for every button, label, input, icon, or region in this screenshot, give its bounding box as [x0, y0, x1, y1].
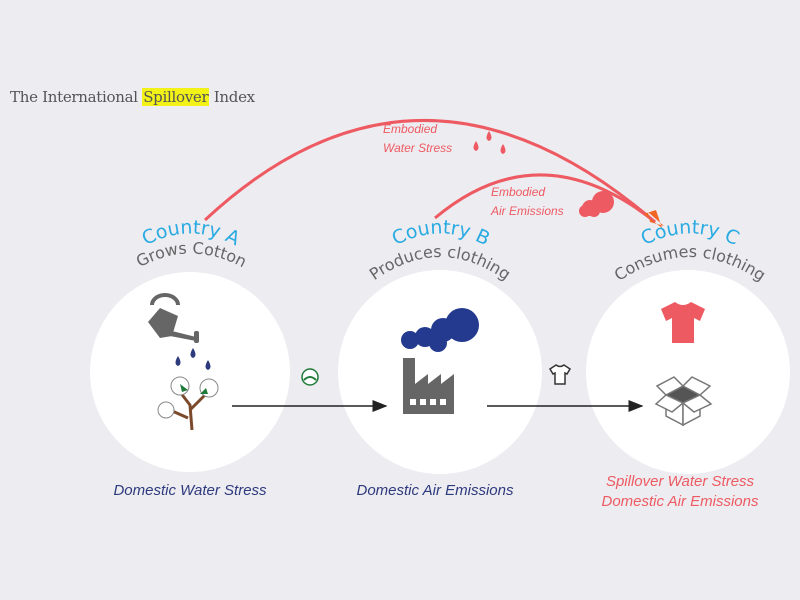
embodied-water-line1: Embodied: [383, 122, 438, 136]
title-highlight: Spillover: [142, 88, 210, 106]
embodied-air-line1: Embodied: [491, 185, 546, 199]
country-b-footer: Domestic Air Emissions: [356, 482, 514, 499]
water-drops-icon: [175, 348, 211, 370]
embodied-air-arc: [434, 173, 656, 224]
tshirt-outline-icon: [548, 364, 572, 385]
title-text: The International: [10, 88, 143, 106]
country-c-circle: [586, 270, 790, 474]
country-a-footer: Domestic Water Stress: [113, 482, 267, 499]
page-title: The International Spillover Index: [10, 88, 255, 106]
country-c-footer-line2: Domestic Air Emissions: [601, 493, 759, 510]
watering-can-icon: [148, 293, 199, 343]
cotton-plant-icon: [157, 376, 219, 431]
open-box-icon: [654, 376, 713, 427]
smoke-cloud-icon: [401, 308, 479, 352]
country-b-circle: [338, 270, 542, 474]
cloud-icon: [579, 191, 614, 217]
country-c-footer-line1: Spillover Water Stress: [605, 473, 755, 490]
arrowhead-icon: [644, 210, 664, 228]
embodied-air-line2: Air Emissions: [491, 204, 564, 218]
tshirt-icon: [661, 302, 705, 343]
title-suffix: Index: [209, 88, 255, 106]
embodied-water-arc: [203, 119, 656, 224]
water-drops-icon: [473, 131, 506, 154]
factory-icon: [401, 308, 479, 414]
embodied-water-line2: Water Stress: [383, 141, 453, 155]
cotton-icon: [301, 368, 319, 386]
country-a-circle: [90, 272, 290, 472]
